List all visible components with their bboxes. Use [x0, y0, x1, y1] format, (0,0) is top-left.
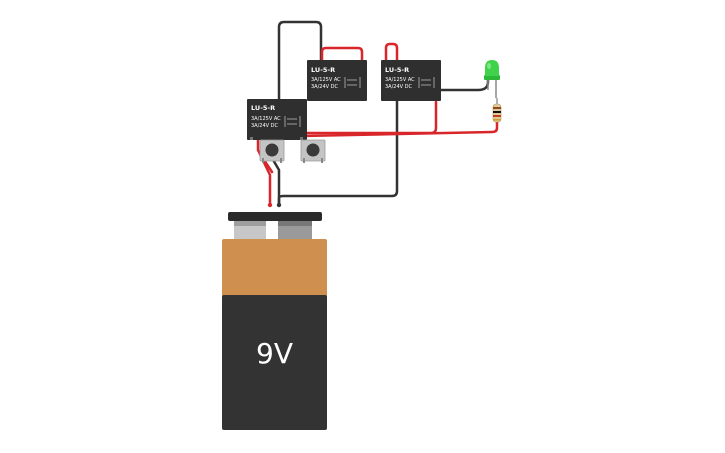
- wire-red-relay2-top-loop[interactable]: [320, 46, 364, 62]
- relay-1-name: LU-5-R: [251, 104, 275, 112]
- wire-red-button-link[interactable]: [262, 158, 274, 174]
- relay-1-rating-dc: 3A/24V DC: [251, 123, 279, 129]
- resistor[interactable]: [492, 98, 502, 123]
- black-wires: [270, 20, 490, 207]
- relay-3-rating-dc: 3A/24V DC: [385, 84, 413, 90]
- relay-1[interactable]: LU-5-R 3A/125V AC 3A/24V DC: [247, 99, 307, 140]
- relay-3-coil-symbol: [418, 77, 435, 88]
- relay-1-coil-symbol: [284, 116, 301, 127]
- wire-red-relay3-right-drop[interactable]: [300, 100, 438, 135]
- relay-3-rating-ac: 3A/125V AC: [385, 77, 415, 83]
- relay-2-name: LU-5-R: [311, 66, 335, 74]
- relay-1-rating-ac: 3A/125V AC: [251, 116, 281, 122]
- wire-red-resistor-to-relay1[interactable]: [300, 120, 499, 138]
- wire-black-top-loop[interactable]: [277, 20, 323, 102]
- wire-black-battery-to-button[interactable]: [270, 156, 281, 207]
- relay-2-coil-symbol: [344, 77, 361, 88]
- wire-black-relay3-to-led[interactable]: [438, 76, 490, 92]
- push-button-1[interactable]: [259, 139, 285, 163]
- relay-3[interactable]: LU-5-R 3A/125V AC 3A/24V DC: [381, 60, 441, 101]
- relay-2-rating-ac: 3A/125V AC: [311, 77, 341, 83]
- relay-3-name: LU-5-R: [385, 66, 409, 74]
- relay-1-pins: [250, 137, 303, 140]
- battery-9v[interactable]: 9V: [222, 202, 327, 430]
- battery-label: 9V: [256, 337, 293, 370]
- wire-red-relay2-to-relay3-loop[interactable]: [384, 42, 399, 64]
- green-led[interactable]: [484, 60, 500, 98]
- relay-2[interactable]: LU-5-R 3A/125V AC 3A/24V DC: [307, 60, 367, 101]
- relay-2-rating-dc: 3A/24V DC: [311, 84, 339, 90]
- push-button-2[interactable]: [300, 139, 326, 163]
- battery-terminals: [228, 202, 322, 239]
